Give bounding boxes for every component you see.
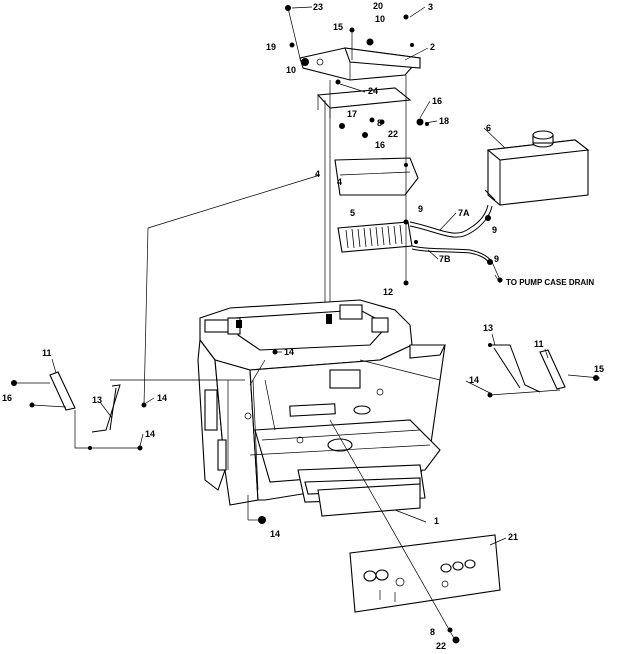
callout-labels: 23 20 3 15 10 19 2 10 24 16 17 8 18 22 1… [2, 1, 604, 651]
callout-8: 8 [430, 627, 435, 637]
callout-6: 6 [486, 123, 491, 133]
main-frame-weldment [197, 299, 446, 517]
callout-3: 3 [428, 2, 433, 12]
callout-10: 10 [286, 65, 296, 75]
callout-7b: 7B [439, 254, 451, 264]
callout-16: 16 [432, 96, 442, 106]
callout-14: 14 [145, 429, 155, 439]
bracket-part-11-left [49, 371, 76, 411]
callout-12: 12 [383, 287, 393, 297]
callout-14: 14 [157, 393, 167, 403]
hose-part-7b [411, 245, 493, 265]
callout-10: 10 [375, 14, 385, 24]
callout-14: 14 [270, 529, 280, 539]
callout-2: 2 [430, 42, 435, 52]
callout-20: 20 [373, 1, 383, 11]
callout-15: 15 [594, 364, 604, 374]
callout-16: 16 [375, 140, 385, 150]
callout-23: 23 [313, 2, 323, 12]
plate-part-24 [316, 87, 412, 118]
callout-13: 13 [483, 323, 493, 333]
callout-16: 16 [2, 393, 12, 403]
callout-9: 9 [418, 204, 423, 214]
top-bracket-part-2 [299, 47, 422, 81]
callout-24: 24 [368, 86, 378, 96]
oil-cooler-part-5 [337, 221, 413, 253]
reservoir-tank-part-6 [484, 130, 590, 206]
callout-11: 11 [534, 339, 544, 349]
callout-13: 13 [92, 395, 102, 405]
callout-4: 4 [337, 177, 342, 187]
bracket-part-11-right [539, 349, 566, 390]
callout-4: 4 [315, 169, 320, 179]
callout-15: 15 [333, 22, 343, 32]
callout-7a: 7A [458, 208, 470, 218]
callout-19: 19 [266, 42, 276, 52]
callout-22: 22 [436, 641, 446, 651]
callout-14: 14 [469, 375, 479, 385]
callout-22: 22 [388, 129, 398, 139]
callout-5: 5 [350, 208, 355, 218]
leader-lines [51, 6, 549, 546]
cover-part-4 [334, 157, 419, 196]
callout-9: 9 [492, 225, 497, 235]
fasteners [11, 5, 599, 644]
callout-18: 18 [439, 116, 449, 126]
cover-panel-part-21 [349, 534, 501, 613]
callout-9: 9 [494, 254, 499, 264]
callout-17: 17 [347, 109, 357, 119]
pump-case-drain-note: TO PUMP CASE DRAIN [506, 278, 594, 287]
callout-11: 11 [42, 348, 52, 358]
rod-part-13-left [74, 384, 140, 449]
callout-8: 8 [377, 118, 382, 128]
callout-21: 21 [508, 532, 518, 542]
callout-14: 14 [284, 347, 294, 357]
rod-part-13-right [489, 344, 561, 396]
callout-1: 1 [434, 516, 439, 526]
